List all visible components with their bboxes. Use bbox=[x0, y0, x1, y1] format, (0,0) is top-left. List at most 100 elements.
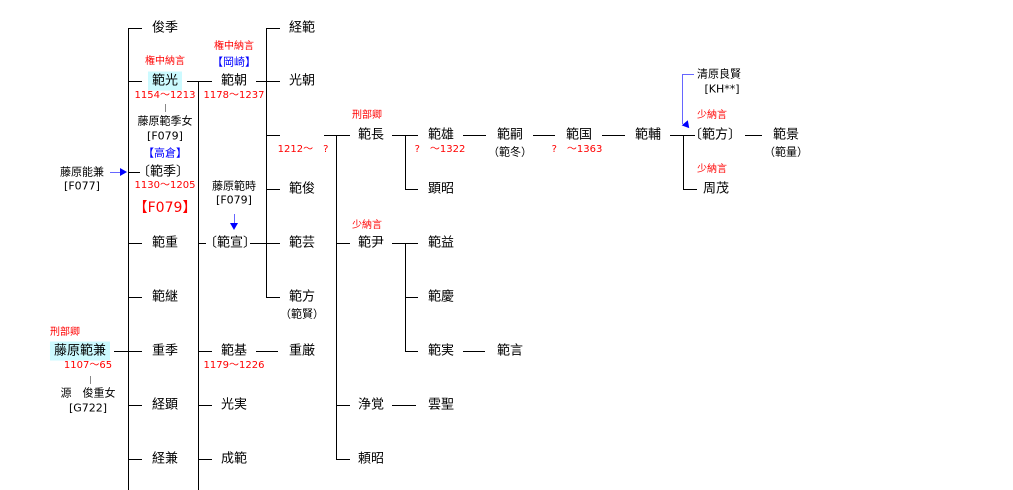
person-norikane: 藤原範兼 bbox=[49, 341, 111, 361]
person-norigei: 範芸 bbox=[288, 235, 316, 251]
person-mitsuzane: 光実 bbox=[220, 397, 248, 413]
code-label: [G722] bbox=[68, 401, 108, 415]
house-label: 【岡崎】 bbox=[212, 55, 256, 69]
line bbox=[392, 135, 418, 136]
adoption-arrow bbox=[110, 172, 120, 173]
title-label: 少納言 bbox=[697, 164, 727, 175]
person-noritoki: 藤原範時 bbox=[212, 179, 256, 193]
line bbox=[336, 243, 350, 244]
line bbox=[128, 81, 142, 82]
title-label: 刑部卿 bbox=[50, 327, 80, 338]
person-yoshikane: 藤原能兼 bbox=[60, 165, 104, 179]
line bbox=[128, 28, 129, 490]
years-label: 1154～1213 bbox=[134, 90, 196, 101]
line bbox=[533, 135, 555, 136]
person-norikuni: 範国 bbox=[565, 127, 593, 143]
line bbox=[336, 135, 337, 460]
person-norikage: 範景 bbox=[772, 127, 800, 143]
line bbox=[405, 135, 406, 190]
line bbox=[114, 351, 142, 352]
years-label: 1178～1237 bbox=[203, 90, 265, 101]
title-label: 刑部卿 bbox=[352, 110, 382, 121]
person-norikoto: 範言 bbox=[496, 343, 524, 359]
line bbox=[198, 243, 206, 244]
adoption-arrow bbox=[682, 74, 683, 124]
code-link[interactable]: 【F079】 bbox=[133, 200, 197, 216]
person-noritoshi: 範俊 bbox=[288, 181, 316, 197]
person-norikata: 範方 bbox=[288, 289, 316, 305]
person-unsho: 雲聖 bbox=[427, 397, 455, 413]
person-norisue: 〔範季〕 bbox=[136, 164, 190, 180]
code-label: [F079] bbox=[216, 193, 252, 207]
person-noritomo: 範朝 bbox=[220, 73, 248, 89]
person-norinobu: 〔範宣〕 bbox=[203, 235, 257, 251]
spouse-label: 源 俊重女 bbox=[60, 386, 116, 400]
years-label: 1107～65 bbox=[63, 360, 113, 371]
house-label: 【高倉】 bbox=[143, 146, 187, 160]
line bbox=[128, 28, 142, 29]
title-label: 少納言 bbox=[697, 110, 727, 121]
line bbox=[198, 405, 212, 406]
line bbox=[405, 351, 418, 352]
person-toshisue: 俊季 bbox=[151, 20, 179, 36]
line bbox=[128, 243, 142, 244]
title-label: 権中納言 bbox=[145, 56, 185, 67]
line bbox=[405, 297, 418, 298]
line bbox=[463, 351, 485, 352]
line bbox=[250, 243, 280, 244]
person-tsunekane: 経兼 bbox=[151, 451, 179, 467]
person-tsunenori: 経範 bbox=[288, 20, 316, 36]
adoption-arrow bbox=[234, 214, 235, 224]
line bbox=[198, 81, 199, 490]
person-norisuke: 範輔 bbox=[634, 127, 662, 143]
line bbox=[128, 405, 142, 406]
line bbox=[602, 135, 625, 136]
years-label: 1179～1226 bbox=[203, 360, 265, 371]
years-label: 1212～ ? bbox=[277, 144, 329, 155]
line bbox=[745, 135, 762, 136]
line bbox=[198, 351, 212, 352]
line bbox=[266, 297, 280, 298]
line bbox=[670, 135, 695, 136]
line bbox=[128, 459, 142, 460]
person-kensho: 顕昭 bbox=[427, 181, 455, 197]
person-raisho: 頼昭 bbox=[357, 451, 385, 467]
line bbox=[266, 28, 280, 29]
person-norizane: 範実 bbox=[427, 343, 455, 359]
line bbox=[336, 459, 350, 460]
person-norimasa: 範尹 bbox=[357, 235, 385, 251]
line bbox=[266, 189, 280, 190]
line bbox=[198, 459, 212, 460]
person-norikata2: 〔範方〕 bbox=[688, 127, 742, 143]
marriage-tick bbox=[90, 376, 91, 384]
alt-name: （範量） bbox=[764, 145, 808, 159]
line bbox=[256, 81, 280, 82]
years-label: 1130～1205 bbox=[134, 180, 196, 191]
years-label: ? ～1363 bbox=[551, 144, 603, 155]
spouse-label: 藤原範季女 bbox=[137, 114, 193, 128]
adoption-arrow bbox=[682, 74, 694, 75]
person-chogen: 重厳 bbox=[288, 343, 316, 359]
code-label: [F079] bbox=[147, 129, 183, 143]
person-norishige: 範重 bbox=[151, 235, 179, 251]
person-jokaku: 浄覚 bbox=[357, 397, 385, 413]
person-shigesue: 重季 bbox=[151, 343, 179, 359]
years-label: ? ～1322 bbox=[414, 144, 466, 155]
person-chikashige: 周茂 bbox=[702, 181, 730, 197]
marriage-tick bbox=[165, 104, 166, 112]
person-noritsugu: 範継 bbox=[151, 289, 179, 305]
alt-name: （範冬） bbox=[488, 145, 532, 159]
title-label: 権中納言 bbox=[214, 41, 254, 52]
line bbox=[256, 351, 278, 352]
code-label: [KH**] bbox=[704, 82, 740, 96]
person-norinaga: 範長 bbox=[357, 127, 385, 143]
person-norio: 範雄 bbox=[427, 127, 455, 143]
line bbox=[392, 405, 416, 406]
line bbox=[336, 405, 350, 406]
person-tsuneaki: 経顕 bbox=[151, 397, 179, 413]
line bbox=[683, 189, 697, 190]
line bbox=[392, 243, 418, 244]
line bbox=[187, 81, 212, 82]
person-shigenori: 成範 bbox=[220, 451, 248, 467]
